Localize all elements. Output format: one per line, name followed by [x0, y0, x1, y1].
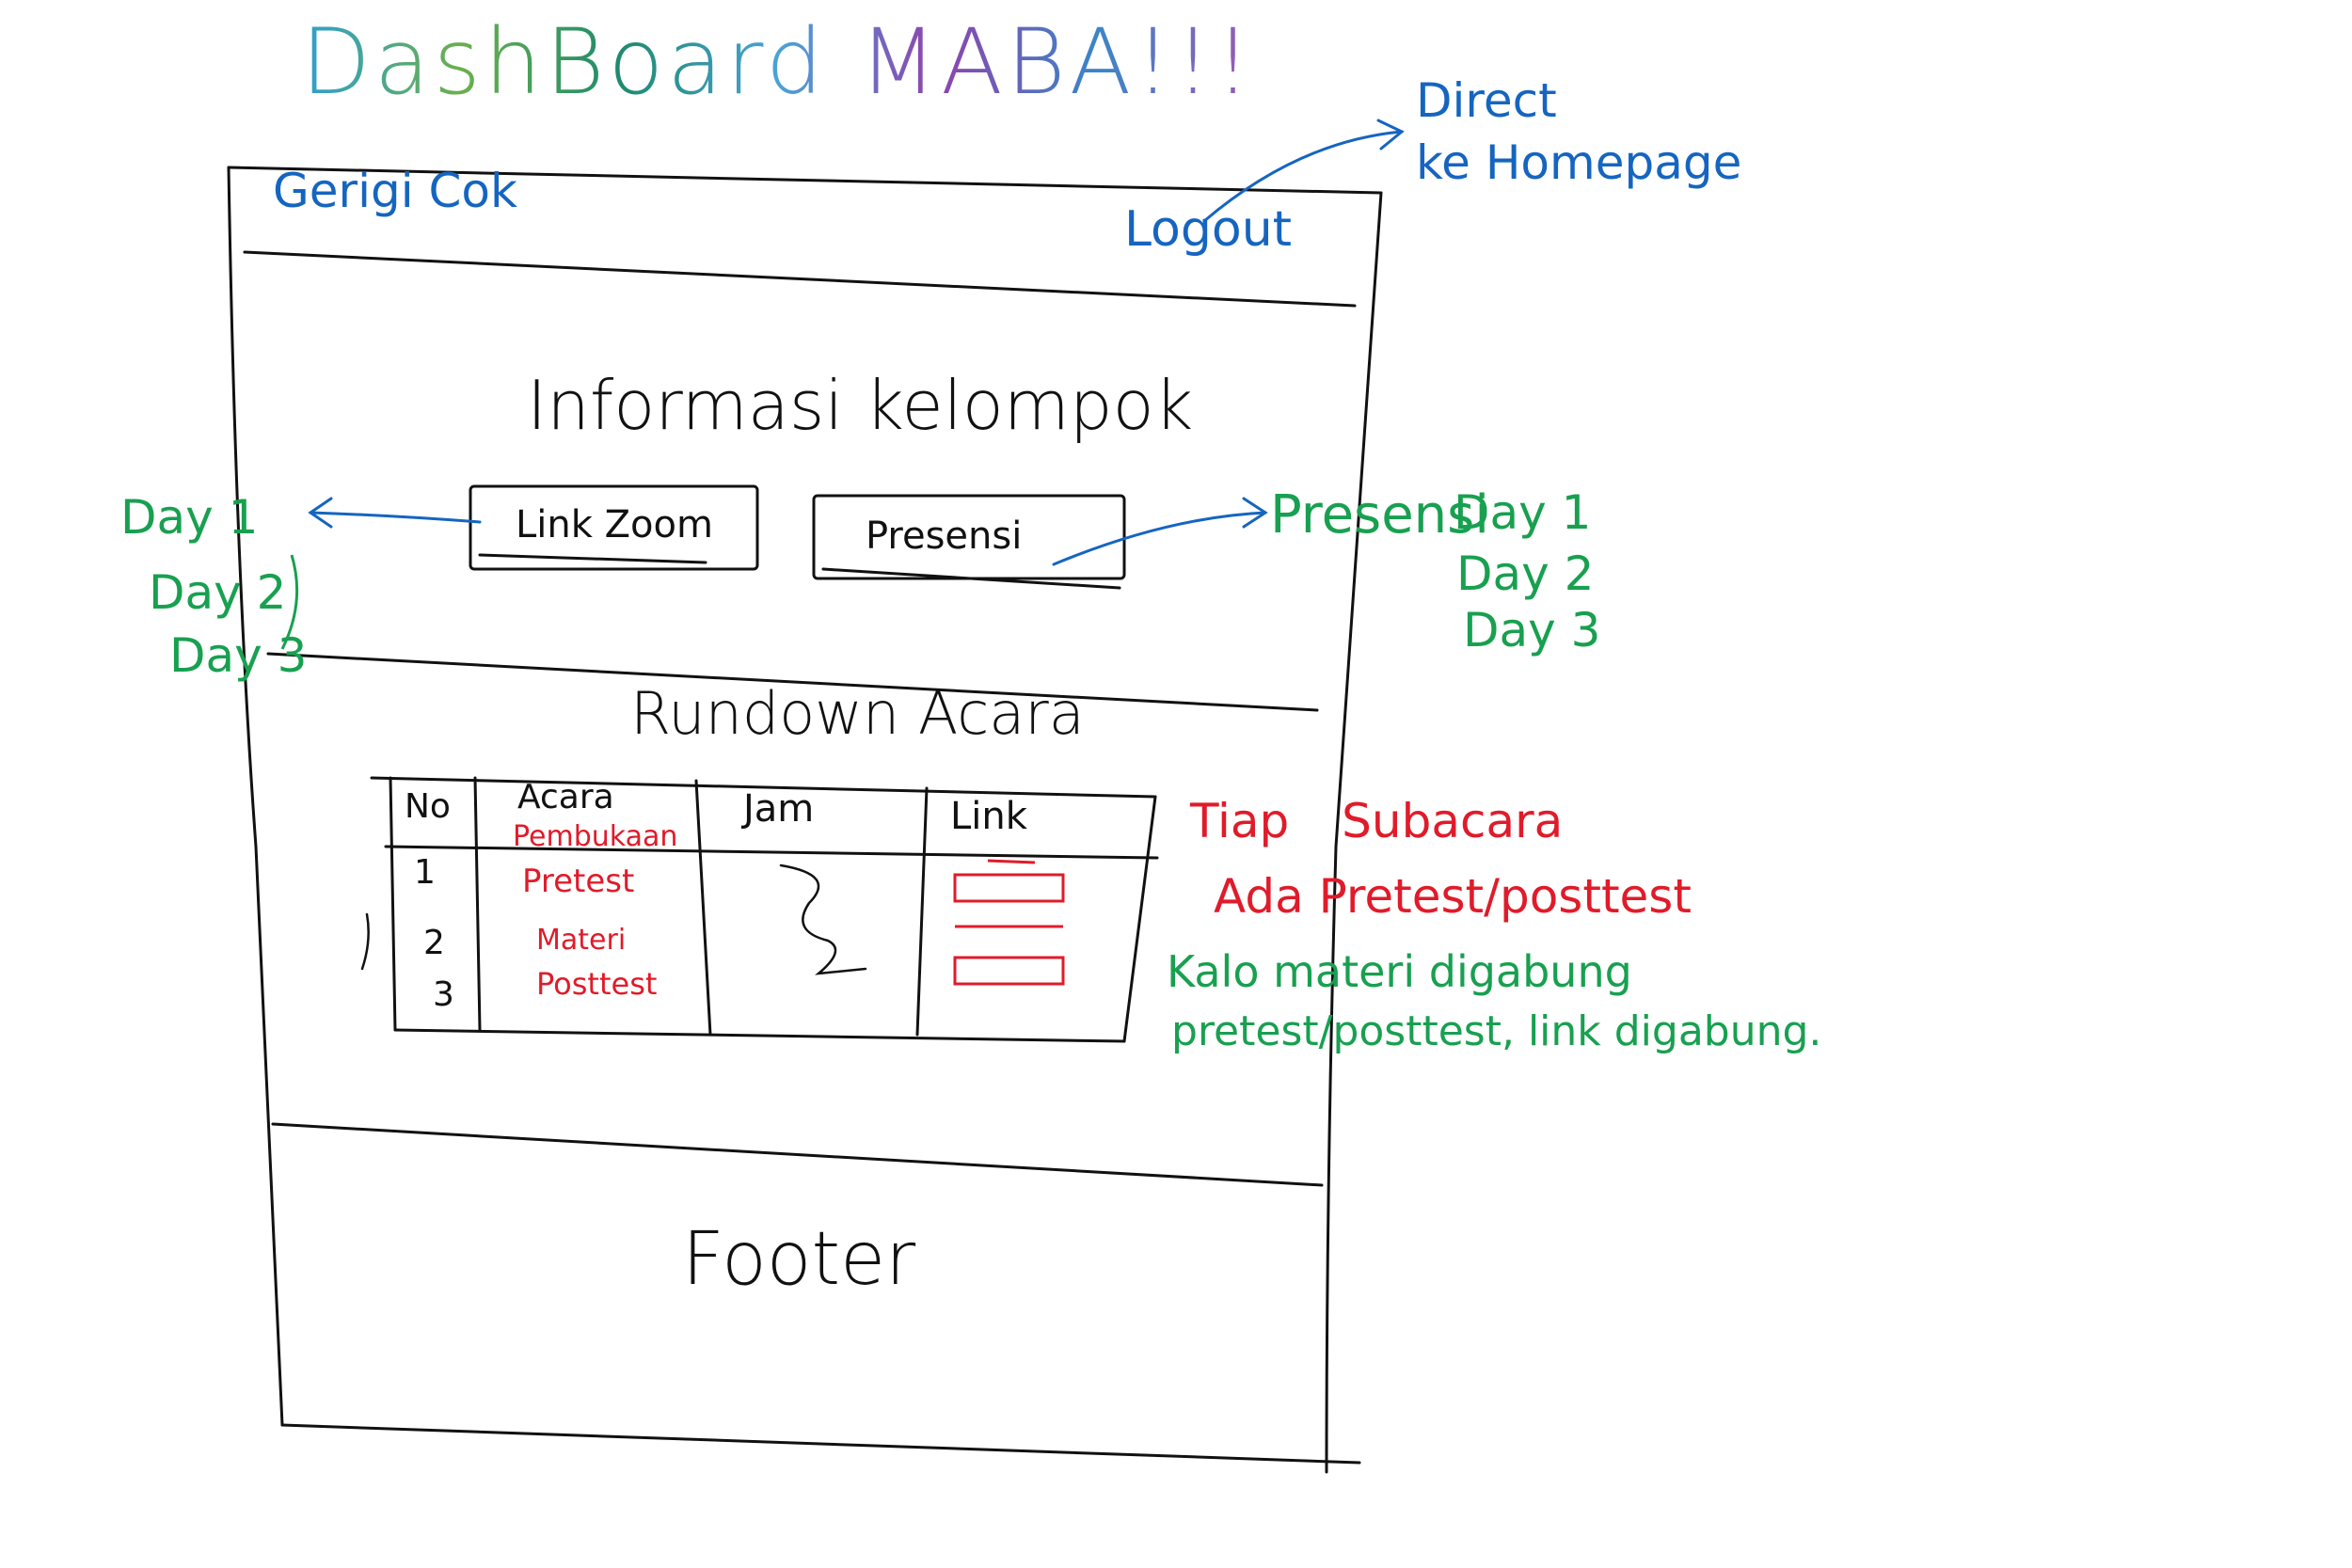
rundown-table-lines [370, 776, 1159, 1043]
presensi-day-2: Day 2 [1456, 546, 1595, 601]
col-jam: Jam [743, 787, 815, 831]
logout-link[interactable]: Logout [1124, 201, 1293, 258]
info-heading: Informasi kelompok [527, 366, 1194, 445]
navbar-bottom-line [243, 250, 1357, 308]
col-acara: Acara [517, 778, 614, 816]
zoom-day-3: Day 3 [169, 628, 308, 683]
zoom-day-1: Day 1 [120, 490, 259, 545]
page-title: DashBoard MABA!!! [301, 9, 1255, 115]
navbar-brand[interactable]: Gerigi Cok [273, 164, 517, 218]
green-note-line1: Kalo materi digabung [1167, 946, 1632, 997]
zoom-button-box [469, 484, 759, 571]
frame-right-edge [1325, 191, 1383, 1474]
link-box-2 [953, 956, 1065, 986]
col-link: Link [950, 795, 1027, 838]
red-note-line2: Ada Pretest/posttest [1214, 869, 1692, 924]
row-no-3: 3 [433, 975, 454, 1014]
footer-bottom-line [280, 1423, 1361, 1465]
presensi-day-3: Day 3 [1463, 603, 1601, 657]
logout-note-line1: Direct [1416, 73, 1557, 128]
link-box-1 [953, 873, 1065, 903]
jam-squiggle [779, 863, 867, 975]
row-no-2: 2 [423, 924, 445, 962]
acara-2: Pretest [522, 863, 635, 900]
footer-label: Footer [682, 1217, 916, 1302]
col-no: No [405, 787, 451, 826]
frame-top-edge [227, 166, 1383, 195]
logout-arrow [1202, 130, 1404, 223]
zoom-day-2: Day 2 [149, 565, 287, 620]
zoom-button[interactable]: Link Zoom [516, 503, 713, 546]
zoom-arrow [309, 511, 482, 524]
acara-4: Posttest [536, 966, 658, 1002]
rundown-heading: Rundown Acara [630, 679, 1085, 748]
info-section-bottom-line [266, 652, 1319, 712]
presensi-day-1: Day 1 [1454, 485, 1592, 540]
presensi-note-label: Presensi [1270, 484, 1489, 546]
presensi-arrow [1052, 511, 1267, 566]
acara-1: Pembukaan [513, 820, 678, 853]
rundown-section-bottom-line [271, 1122, 1324, 1187]
presensi-button[interactable]: Presensi [866, 515, 1023, 558]
logout-note-line2: ke Homepage [1416, 135, 1742, 190]
red-note-line1: Tiap Subacara [1190, 794, 1564, 848]
green-note-line2: pretest/posttest, link digabung. [1171, 1007, 1822, 1055]
frame-left-edge [227, 166, 284, 1427]
acara-3: Materi [536, 924, 627, 957]
row-no-1: 1 [414, 853, 436, 892]
